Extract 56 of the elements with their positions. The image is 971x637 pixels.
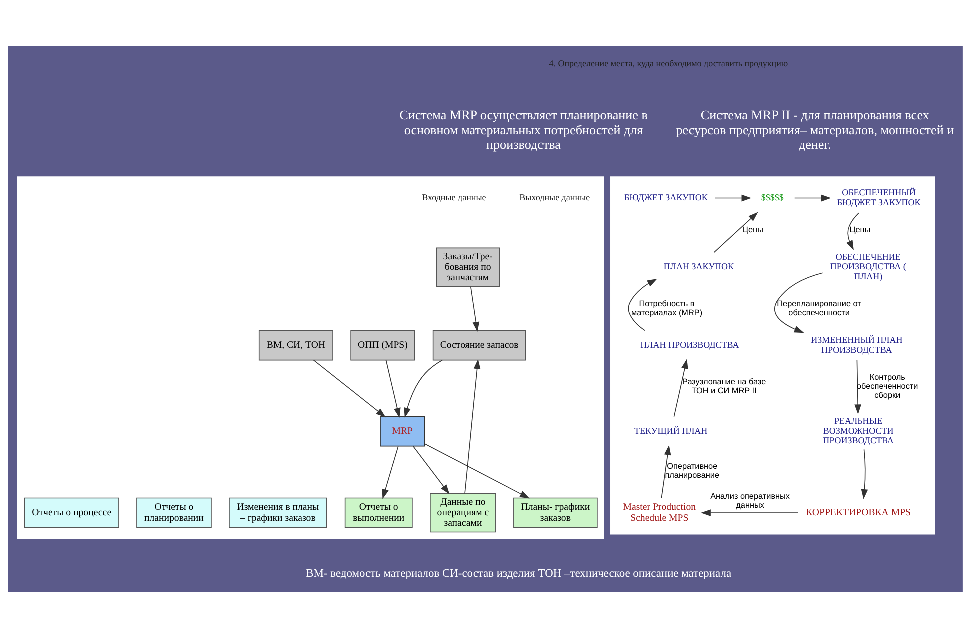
edge-label: Цены: [850, 225, 871, 234]
arrow: [854, 359, 862, 414]
label: Система MRP II - для планирования всех ресурсов предприятия– материалов, мошностей и денег.: [676, 107, 954, 152]
node-text: ОБЕСПЕЧЕННЫЙ БЮДЖЕТ ЗАКУПОК: [837, 187, 921, 207]
label: Система MRP осуществляет планирование в основном материальных потребностей для производства: [400, 107, 648, 152]
node-text: КОРРЕКТИРОВКА MPS: [806, 507, 911, 518]
label: Выходные данные: [520, 192, 590, 202]
arrow: [861, 448, 868, 499]
label: Входные данные: [422, 192, 486, 202]
edge-label: Перепланирование от обеспеченности: [777, 298, 862, 317]
edge-label: Цены: [742, 225, 764, 234]
node-text: БЮДЖЕТ ЗАКУПОК: [624, 192, 708, 202]
arrow: [628, 278, 658, 331]
arrow: [714, 194, 752, 202]
arrow: [464, 358, 481, 494]
arrow: [846, 212, 860, 250]
node-text: $$$$$: [761, 192, 784, 202]
node-text: ИЗМЕНЕННЫЙ ПЛАН ПРОИЗВОДСТВА: [811, 334, 903, 354]
node-box: ОПП (MPS): [350, 330, 416, 360]
node-box: MRP: [380, 416, 426, 446]
arrow: [701, 509, 799, 516]
node-text: ПЛАН ПРОИЗВОДСТВА: [640, 339, 740, 350]
arrow: [386, 359, 401, 418]
cluster: [17, 176, 604, 539]
node-box: Отчеты о выполнении: [344, 497, 413, 528]
arrow: [470, 286, 480, 332]
label: ВМ- ведомость материалов СИ-состав изделия ТОН –техническое описание материала: [306, 568, 732, 580]
arrow: [794, 194, 832, 202]
edge-label: Анализ оперативных данных: [710, 492, 790, 510]
arrow: [404, 359, 443, 418]
node-box: Изменения в планы – графики заказов: [229, 497, 328, 528]
node-box: Планы- графики заказов: [514, 497, 598, 528]
arrow: [313, 359, 386, 418]
edge-label: Потребность в материалах (MRP): [631, 298, 703, 317]
node-box: Заказы/Тре- бования по запчастям: [436, 247, 500, 287]
node-text: Master Production Schedule MPS: [623, 502, 696, 524]
arrow: [661, 444, 672, 498]
arrow: [714, 212, 758, 253]
arrow: [424, 443, 530, 498]
edge-label: Оперативное планирование: [665, 462, 720, 480]
node-text: ТЕКУЩИЙ ПЛАН: [634, 425, 708, 436]
arrow: [674, 358, 688, 417]
edge-label: Разузлование на базе ТОН и СИ MRP II: [682, 376, 766, 395]
node-box: ВМ, СИ, ТОН: [258, 330, 334, 360]
node-text: РЕАЛЬНЫЕ ВОЗМОЖНОСТИ ПРОИЗВОДСТВА: [823, 416, 894, 446]
node-text: ПЛАН ЗАКУПОК: [664, 261, 734, 272]
arrow: [774, 272, 824, 333]
node-box: Отчеты о планировании: [136, 497, 212, 528]
node-box: Состояние запасов: [432, 330, 526, 360]
label: 4. Определение места, куда необходимо доставить продукцию: [549, 58, 788, 68]
arrow: [413, 446, 450, 494]
node-text: ОБЕСПЕЧЕНИЕ ПРОИЗВОДСТВА ( ПЛАН): [830, 251, 906, 282]
arrow: [382, 446, 399, 499]
node-box: Данные по операциям с запасами: [430, 492, 496, 532]
node-box: Отчеты о процессе: [24, 497, 120, 528]
cluster: [610, 176, 936, 534]
